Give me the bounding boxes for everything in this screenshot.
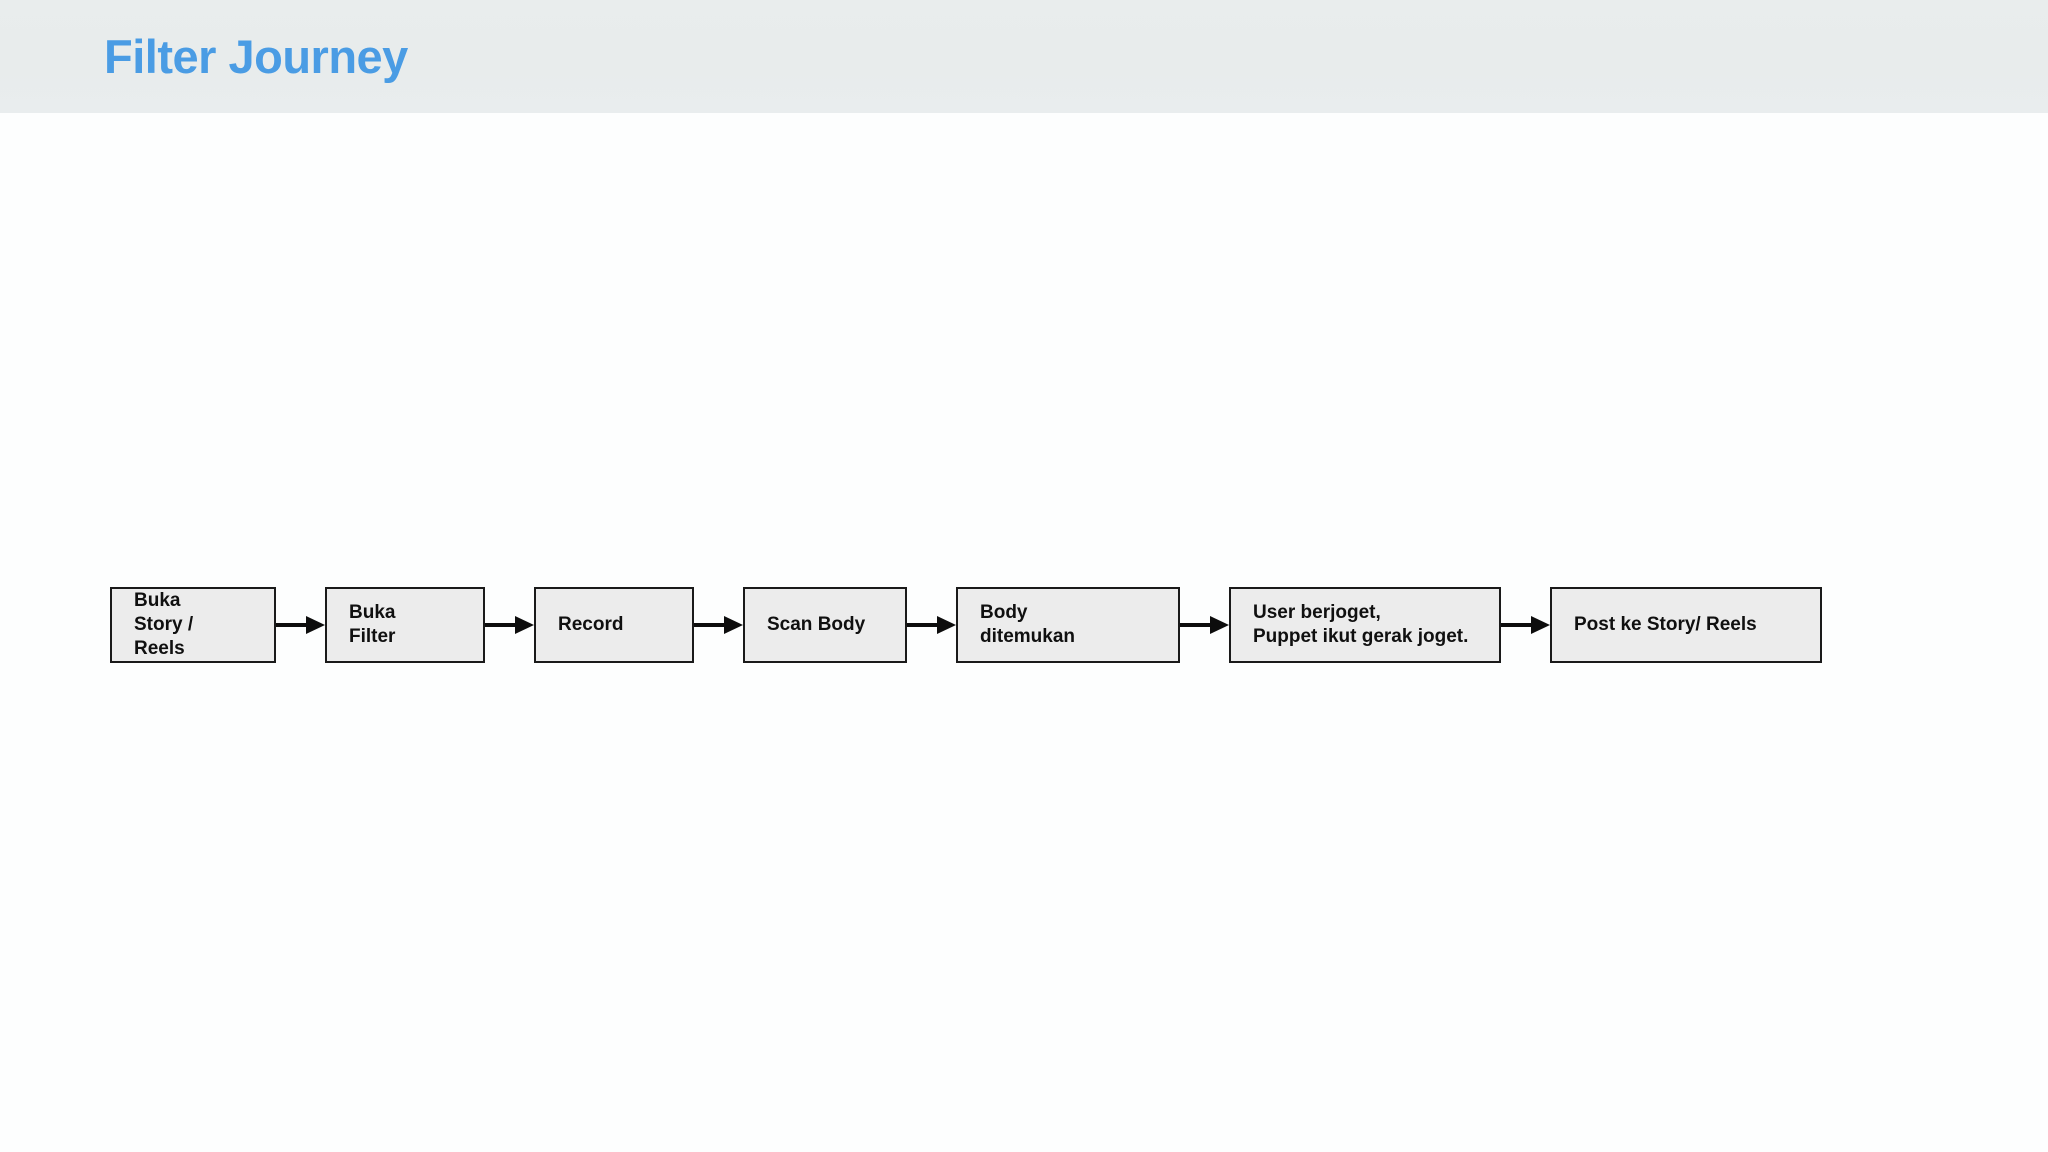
arrow-right-icon (485, 613, 534, 637)
flow-node-label-line: Filter (349, 626, 396, 647)
flow-node-post-ke-story-reels[interactable]: Post ke Story/ Reels (1550, 587, 1822, 663)
flow-node-user-berjoget[interactable]: User berjoget, Puppet ikut gerak joget. (1229, 587, 1501, 663)
arrow-head (1531, 616, 1550, 634)
flow-node-label-line: Reels (134, 638, 185, 659)
flow-node-label-line: User berjoget, (1253, 602, 1381, 623)
arrow-shaft (907, 623, 941, 627)
flow-node-record[interactable]: Record (534, 587, 694, 663)
header-band: Filter Journey (0, 0, 2048, 113)
arrow-head (306, 616, 325, 634)
arrow-head (515, 616, 534, 634)
flow-node-scan-body[interactable]: Scan Body (743, 587, 907, 663)
flow-node-buka-story-reels[interactable]: Buka Story / Reels (110, 587, 276, 663)
arrow-right-icon (694, 613, 743, 637)
page-title: Filter Journey (104, 30, 408, 83)
arrow-shaft (694, 623, 728, 627)
flow-node-label-line: Buka (349, 602, 396, 623)
arrow-head (724, 616, 743, 634)
flow-node-label-line: Buka (134, 590, 181, 611)
arrow-right-icon (276, 613, 325, 637)
arrow-right-icon (1501, 613, 1550, 637)
flow-node-label-line: Post ke Story/ Reels (1574, 614, 1757, 635)
flow-node-label-line: Story / (134, 614, 194, 635)
flow-node-label-line: Scan Body (767, 614, 866, 635)
arrow-shaft (485, 623, 519, 627)
flow-node-buka-filter[interactable]: Buka Filter (325, 587, 485, 663)
arrow-shaft (276, 623, 310, 627)
flow-node-label-line: ditemukan (980, 626, 1076, 647)
arrow-right-icon (1180, 613, 1229, 637)
arrow-shaft (1501, 623, 1535, 627)
flow-node-label-line: Record (558, 614, 624, 635)
diagram-canvas: Buka Story / Reels Buka Filter Record Sc… (0, 113, 2048, 1152)
flow-node-body-ditemukan[interactable]: Body ditemukan (956, 587, 1180, 663)
arrow-shaft (1180, 623, 1214, 627)
flowchart: Buka Story / Reels Buka Filter Record Sc… (110, 587, 1822, 663)
arrow-right-icon (907, 613, 956, 637)
arrow-head (1210, 616, 1229, 634)
flow-node-label-line: Puppet ikut gerak joget. (1253, 626, 1469, 647)
flow-node-label-line: Body (980, 602, 1028, 623)
arrow-head (937, 616, 956, 634)
